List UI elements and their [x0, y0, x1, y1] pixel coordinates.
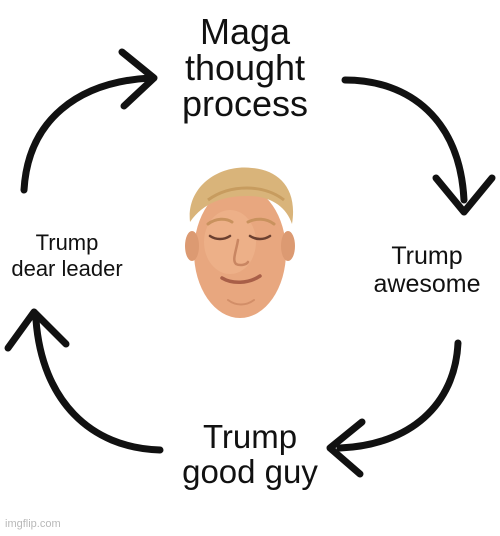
- left-eye: [208, 234, 232, 241]
- arrow-top-to-right: [341, 76, 468, 204]
- node-trump-awesome: Trump awesome: [373, 242, 481, 298]
- arrow-right-to-bottom: [336, 339, 462, 452]
- node-maga-thought-process: Maga thought process: [181, 11, 309, 124]
- trump-face-image: [185, 167, 295, 318]
- chin: [227, 299, 255, 306]
- watermark: imgflip.com: [5, 518, 61, 530]
- left-brow: [206, 217, 234, 226]
- hair: [189, 167, 294, 224]
- arrow-left-to-top-head: [118, 48, 158, 110]
- mouth: [220, 274, 262, 284]
- arrow-right-to-bottom-head: [326, 418, 366, 478]
- left-ear: [185, 231, 199, 261]
- right-ear: [281, 231, 295, 261]
- arrow-top-to-right-head: [432, 174, 496, 216]
- arrow-bottom-to-left: [32, 316, 164, 454]
- node-trump-dear-leader: Trump dear leader: [11, 230, 123, 281]
- arrow-left-to-top: [20, 74, 154, 194]
- arrow-bottom-to-left-head: [4, 308, 70, 352]
- hair-shade: [207, 186, 285, 202]
- right-eye: [248, 234, 272, 241]
- right-brow: [246, 217, 276, 226]
- node-trump-good-guy: Trump good guy: [182, 418, 318, 490]
- nose: [233, 238, 250, 267]
- face-highlight: [204, 210, 256, 274]
